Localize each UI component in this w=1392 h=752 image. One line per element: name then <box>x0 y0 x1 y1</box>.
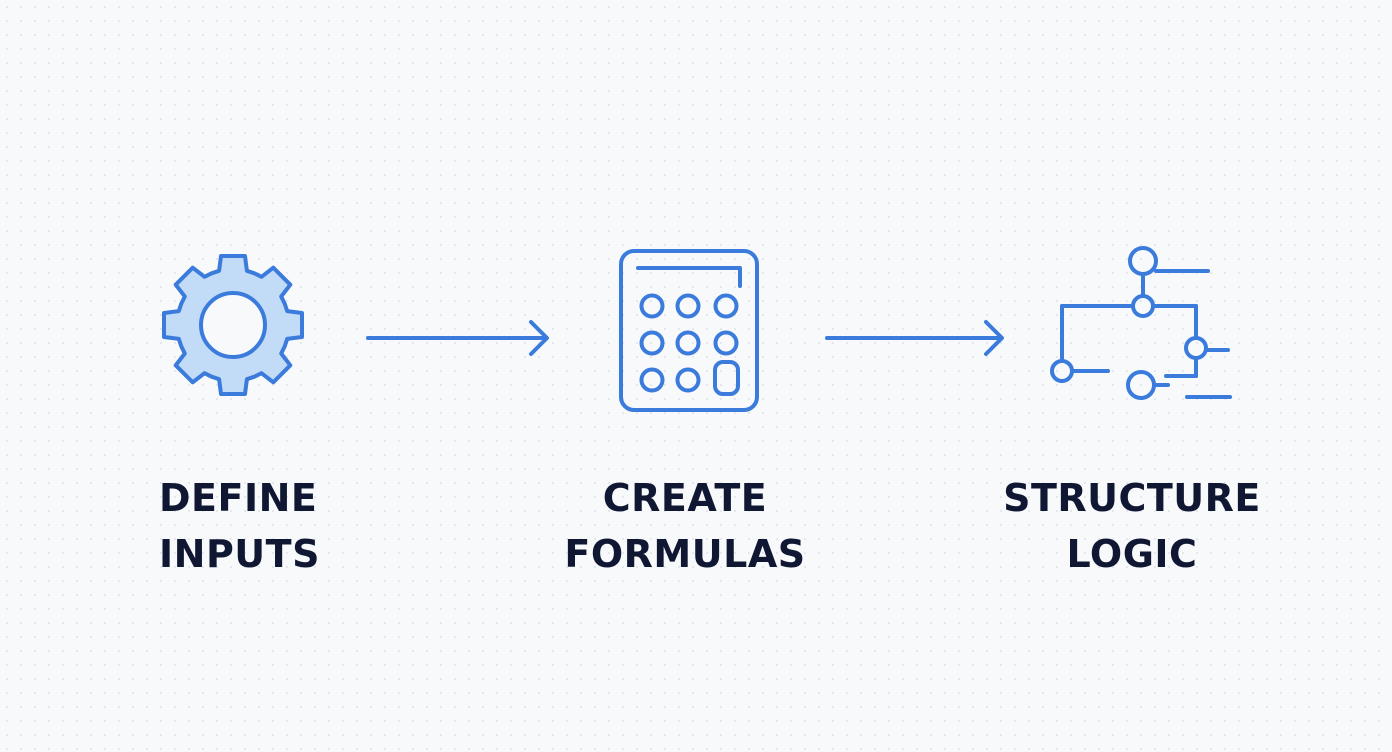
step-label-line: CREATE <box>602 476 768 520</box>
step-label-line: FORMULAS <box>564 532 806 576</box>
arrow-right-icon <box>825 320 1004 356</box>
step-label-line: LOGIC <box>1066 532 1198 576</box>
calculator-icon <box>619 249 759 412</box>
step-label-structure-logic: STRUCTURE LOGIC <box>952 470 1312 582</box>
logic-tree-icon <box>1050 246 1232 400</box>
arrow-right-icon <box>366 320 549 356</box>
step-label-create-formulas: CREATE FORMULAS <box>505 470 865 582</box>
step-label-line: DEFINE <box>159 476 318 520</box>
step-label-line: INPUTS <box>159 532 320 576</box>
step-label-line: STRUCTURE <box>1003 476 1261 520</box>
step-label-define-inputs: DEFINE INPUTS <box>159 470 519 582</box>
gear-icon <box>162 254 304 396</box>
gear-hole <box>199 291 267 359</box>
